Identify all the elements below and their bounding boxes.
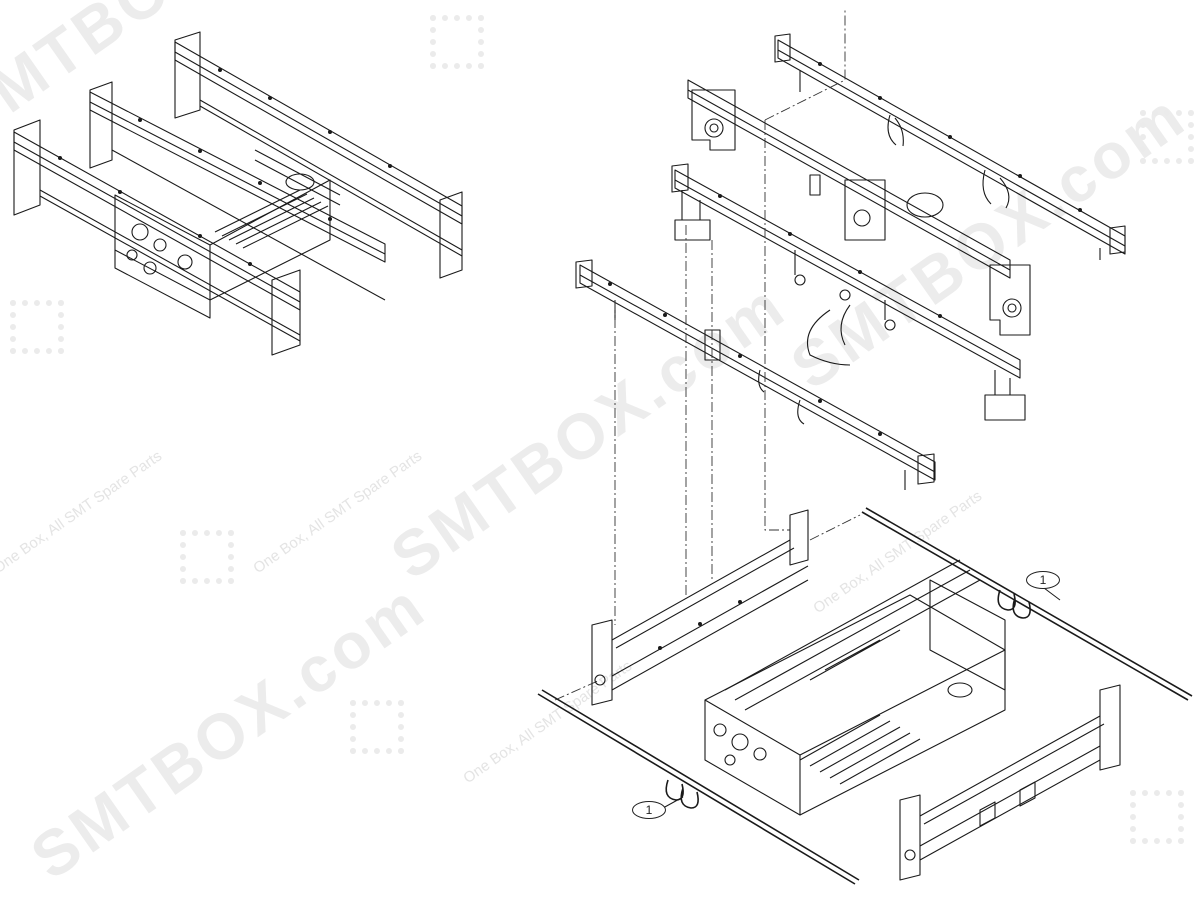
exploded-rail-second — [687, 79, 1031, 336]
exploded-side-frame-left — [591, 509, 809, 706]
watermark-logo-icon — [180, 530, 234, 584]
callout-1-belt-upper: 1 — [1026, 571, 1060, 589]
assembled-conveyor — [13, 31, 463, 356]
exploded-rail-top — [774, 33, 1126, 260]
watermark-logo-icon — [1140, 110, 1194, 164]
watermark-logo-icon — [430, 15, 484, 69]
exploded-side-frame-right — [899, 684, 1121, 881]
exploded-drive-unit — [704, 559, 1006, 816]
watermark-logo-icon — [350, 700, 404, 754]
assembly-leader-lines — [554, 10, 861, 701]
callout-1-belt-lower: 1 — [632, 801, 666, 819]
conveyor-belt-lower — [537, 689, 860, 885]
exploded-rail-fourth — [575, 259, 936, 490]
watermark-logo-icon — [1130, 790, 1184, 844]
watermark-logo-icon — [10, 300, 64, 354]
conveyor-belt-upper — [861, 507, 1193, 701]
exploded-rail-third — [671, 163, 1026, 421]
